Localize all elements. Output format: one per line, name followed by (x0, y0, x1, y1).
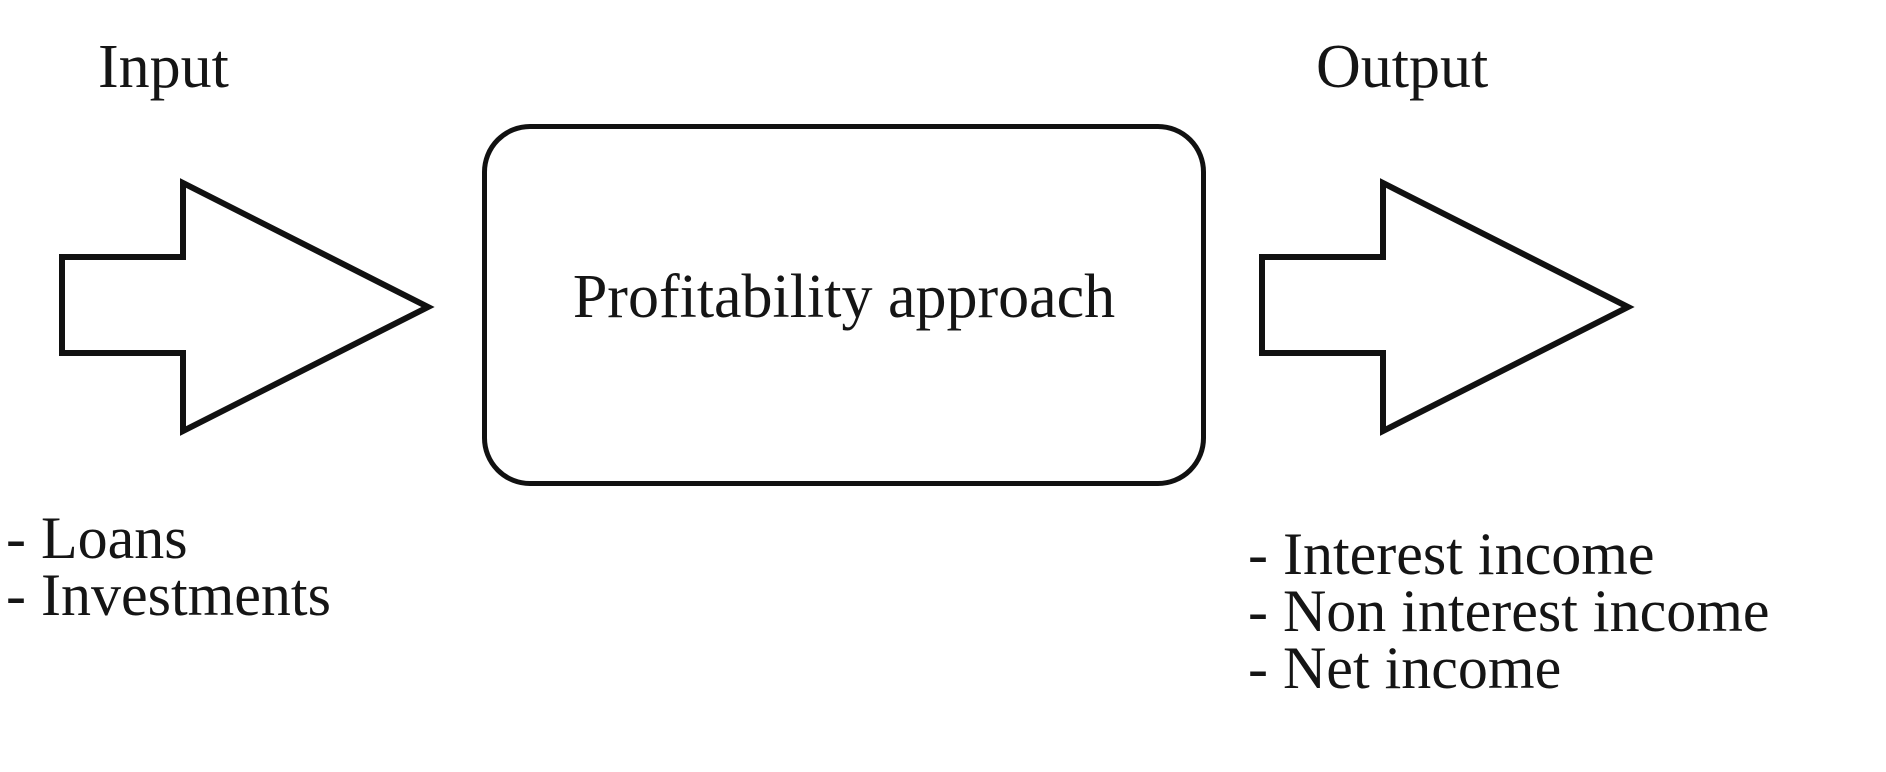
output-arrow (1252, 170, 1642, 445)
output-section-title: Output (1316, 33, 1489, 101)
list-item: - Non interest income (1248, 578, 1770, 644)
output-items-list: - Interest income - Non interest income … (1248, 521, 1770, 701)
list-item: - Interest income (1248, 521, 1655, 587)
input-arrow-icon (59, 178, 435, 436)
input-section-title: Input (98, 33, 229, 101)
list-item: - Loans (6, 505, 188, 571)
input-items-list: - Loans - Investments (6, 505, 331, 628)
process-box-label: Profitability approach (572, 263, 1116, 331)
list-item: - Investments (6, 562, 331, 628)
process-box: Profitability approach (482, 124, 1206, 486)
list-item: - Net income (1248, 635, 1562, 701)
output-arrow-icon (1259, 178, 1635, 436)
input-arrow (52, 170, 442, 445)
